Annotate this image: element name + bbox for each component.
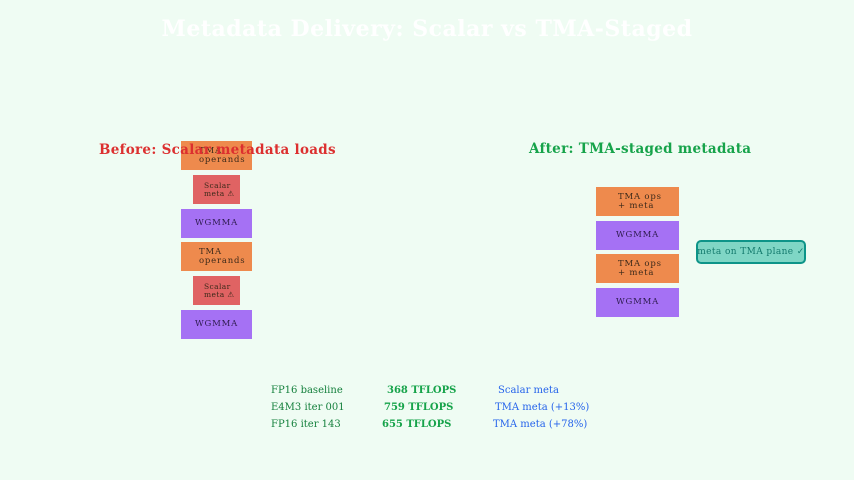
block-line: + meta [618,267,655,278]
block-line: WGMMA [194,319,239,329]
block-line: WGMMA [194,218,239,228]
result-desc: Scalar meta [498,385,559,396]
result-label: FP16 iter 143 [271,419,341,430]
wgmma-block: WGMMA [596,221,679,250]
result-label: FP16 baseline [271,385,343,396]
block-line: meta ⚠ [204,289,235,299]
tma-ops-meta-block: TMA ops + meta [596,254,679,283]
block-line: meta ⚠ [204,188,235,198]
result-value: 368 TFLOPS [387,385,457,396]
result-desc: TMA meta (+78%) [493,419,588,430]
wgmma-block: WGMMA [596,288,679,317]
block-line: Scalar [204,180,231,190]
block-line: + meta [618,200,655,211]
tma-plane-note: meta on TMA plane ✓ [696,240,806,264]
block-line: TMA ops [618,191,662,202]
block-line: Scalar [204,281,231,291]
wgmma-block: WGMMA [181,310,252,339]
result-value: 759 TFLOPS [384,402,454,413]
block-line: TMA ops [618,258,662,269]
block-line: TMA [199,246,222,257]
block-line: operands [199,154,246,165]
result-desc: TMA meta (+13%) [495,402,590,413]
result-value: 655 TFLOPS [382,419,452,430]
tma-ops-meta-block: TMA ops + meta [596,187,679,216]
block-line: TMA [199,145,222,156]
wgmma-block: WGMMA [181,209,252,238]
diagram-title: Metadata Delivery: Scalar vs TMA-Staged [161,16,693,42]
tma-operands-block: TMA operands [181,242,252,271]
block-line: WGMMA [615,297,660,307]
tma-operands-block: TMA operands [181,141,252,170]
block-line: WGMMA [615,230,660,240]
result-label: E4M3 iter 001 [271,402,345,413]
scalar-meta-block: Scalar meta ⚠ [193,175,240,204]
before-heading: Before: Scalar metadata loads [99,142,336,158]
scalar-meta-block: Scalar meta ⚠ [193,276,240,305]
after-heading: After: TMA-staged metadata [529,141,752,157]
block-line: operands [199,255,246,266]
